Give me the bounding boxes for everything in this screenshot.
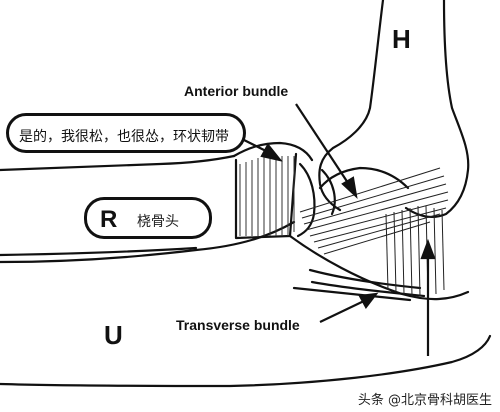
ulna-label: U	[104, 320, 123, 350]
radial-head	[232, 141, 314, 162]
annular-ligament-hatching	[239, 156, 295, 236]
anterior-bundle-fibres	[299, 167, 449, 255]
watermark: 头条 @北京骨科胡医生	[357, 393, 492, 408]
anterior-bundle-label: Anterior bundle	[184, 83, 289, 99]
radius-label-box: R 桡骨头	[84, 197, 212, 239]
radius-head-label: 桡骨头	[137, 214, 179, 230]
ulna-outline	[0, 220, 296, 264]
radius-outline	[0, 154, 236, 172]
transverse-bundle-label: Transverse bundle	[176, 317, 300, 333]
humerus-outline	[318, 0, 385, 212]
oblique-bundle-fibres	[385, 205, 445, 297]
humerus-label: H	[392, 24, 411, 54]
radius-label: R	[100, 206, 118, 233]
annular-ligament-callout: 是的，我很松，也很怂，环状韧带	[6, 113, 246, 153]
callout-text: 是的，我很松，也很怂，环状韧带	[19, 129, 229, 145]
